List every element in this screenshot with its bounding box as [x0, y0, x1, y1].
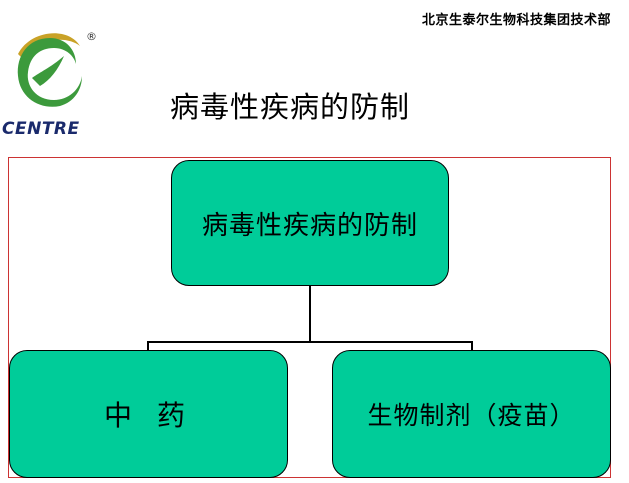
logo-text: CENTRE: [2, 119, 80, 139]
root-node-label: 病毒性疾病的防制: [201, 210, 418, 241]
child-node-biologics-vaccine: 生物制剂（疫苗）: [332, 350, 611, 478]
diagram-frame: [8, 157, 611, 478]
child-node-herbal-medicine: 中 药: [9, 350, 288, 478]
child-node-label: 中 药: [104, 399, 193, 432]
child-node-label: 生物制剂（疫苗）: [367, 401, 576, 430]
organization-header: 北京生泰尔生物科技集团技术部: [421, 13, 611, 28]
slide-title: 病毒性疾病的防制: [170, 90, 411, 124]
root-node: 病毒性疾病的防制: [171, 160, 449, 286]
registered-mark: ®: [86, 30, 97, 43]
logo-emblem-icon: [17, 33, 82, 107]
centre-logo: ® CENTRE: [2, 24, 107, 142]
